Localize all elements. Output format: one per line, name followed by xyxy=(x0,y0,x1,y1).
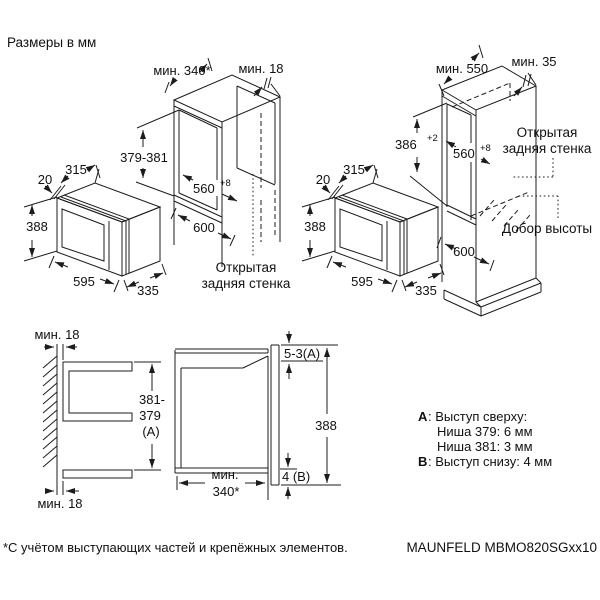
microwave-isometric-right: 20 315 388 595 335 xyxy=(301,162,445,298)
section-dimensions xyxy=(176,331,341,499)
section-outline xyxy=(174,344,280,500)
mw-body-depth-label: 315 xyxy=(65,162,87,177)
section-left-dimensions xyxy=(44,344,161,495)
mw-height-label: 388 xyxy=(26,219,48,234)
column-outer-width-label: 600 xyxy=(453,244,475,259)
gap-top-label: мин. 18 xyxy=(34,327,79,342)
top-protrusion-label: 5-3(A) xyxy=(284,346,320,361)
model-name: MAUNFELD MBMO820SGxx10 xyxy=(406,540,597,555)
wall-and-panels xyxy=(42,352,133,479)
bottom-protrusion-label: 4 (B) xyxy=(282,469,310,484)
niche-open-back-caption-line2: задняя стенка xyxy=(202,276,291,291)
column-open-back-caption-line2: задняя стенка xyxy=(503,141,592,156)
niche-dimensions xyxy=(135,57,281,256)
niche-inner-height-label: 379-381 xyxy=(120,150,168,165)
niche-height-a-line1: 381- xyxy=(139,392,165,407)
column-spacer-caption: Добор высоты xyxy=(502,221,592,236)
column-inner-height-label: 386 xyxy=(395,137,417,152)
wall-section-left: мин. 18 мин. 18 381- 379 (A) xyxy=(34,327,165,511)
mw-door-thickness-label: 20 xyxy=(38,172,52,187)
protrusion-notes: A : Выступ сверху: Ниша 379: 6 мм Ниша 3… xyxy=(418,409,552,469)
column-inner-height-tolerance: +2 xyxy=(427,133,438,144)
column-dimensions xyxy=(409,44,559,272)
installation-section-middle: 5-3(A) 388 4 (B) мин. 340* xyxy=(174,331,341,500)
footnote: *С учётом выступающих частей и крепёжных… xyxy=(3,540,348,555)
mw-body-depth-label: 315 xyxy=(343,162,365,177)
section-depth-line1: мин. xyxy=(212,467,239,482)
microwave-dimensions xyxy=(23,164,167,293)
niche-inner-width-tolerance: +8 xyxy=(220,178,231,189)
niche-open-back-caption-line1: Открытая xyxy=(216,260,277,275)
mw-door-thickness-label: 20 xyxy=(316,172,330,187)
niche-height-a-line3: (A) xyxy=(142,424,159,439)
column-top-gap-label: мин. 35 xyxy=(511,54,556,69)
note-a-row1: Ниша 379: 6 мм xyxy=(437,424,533,439)
note-b-label: B xyxy=(418,454,427,469)
niche-side-gap-label: мин. 18 xyxy=(238,61,283,76)
mw-depth-label: 335 xyxy=(137,283,159,298)
section-depth-line2: 340* xyxy=(213,484,240,499)
note-b-text: : Выступ снизу: 4 мм xyxy=(428,454,552,469)
tall-column-isometric: мин. 550 мин. 35 386 +2 560 +8 600 Откры… xyxy=(395,44,592,317)
niche-outer-width-label: 600 xyxy=(193,220,215,235)
niche-cabinet-isometric: мин. 340* мин. 18 379-381 560 +8 600 Отк… xyxy=(120,57,291,291)
column-inner-width-tolerance: +8 xyxy=(480,143,491,154)
mw-width-label: 595 xyxy=(73,274,95,289)
microwave-outline xyxy=(333,182,440,277)
column-inner-width-label: 560 xyxy=(453,146,475,161)
column-open-back-caption-line1: Открытая xyxy=(517,125,578,140)
note-a-text: : Выступ сверху: xyxy=(428,409,527,424)
mw-height-label: 388 xyxy=(304,219,326,234)
column-outline xyxy=(440,65,542,317)
footer: *С учётом выступающих частей и крепёжных… xyxy=(3,540,597,555)
door-height-label: 388 xyxy=(315,418,337,433)
page-title: Размеры в мм xyxy=(7,35,96,50)
column-min-depth-label: мин. 550 xyxy=(436,61,488,76)
microwave-isometric-left: 20 315 388 595 335 xyxy=(23,162,167,298)
microwave-outline xyxy=(55,182,162,277)
niche-outline xyxy=(172,74,282,267)
gap-bottom-label: мин. 18 xyxy=(37,496,82,511)
niche-top-depth-label: мин. 340* xyxy=(153,63,210,78)
niche-height-a-line2: 379 xyxy=(139,408,161,423)
note-a-label: A xyxy=(418,409,428,424)
niche-inner-width-label: 560 xyxy=(193,181,215,196)
mw-depth-label: 335 xyxy=(415,283,437,298)
note-a-row2: Ниша 381: 3 мм xyxy=(437,439,533,454)
mw-width-label: 595 xyxy=(351,274,373,289)
microwave-dimensions xyxy=(301,164,445,293)
